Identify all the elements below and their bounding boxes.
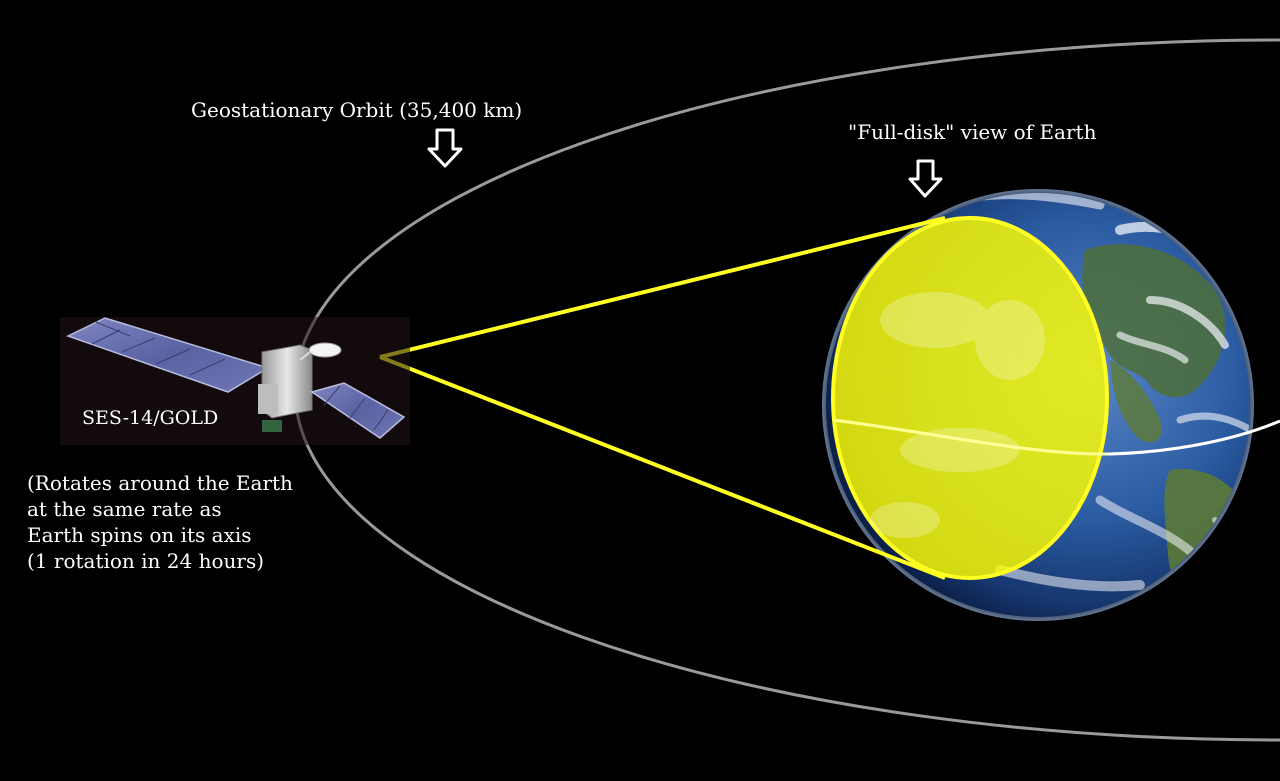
full-disk-view <box>379 216 1109 580</box>
rotation-note: (Rotates around the Earth at the same ra… <box>27 470 327 574</box>
satellite-name: SES-14/GOLD <box>82 407 219 429</box>
rotation-note-line: (Rotates around the Earth <box>27 471 293 495</box>
rotation-note-line: (1 rotation in 24 hours) <box>27 549 265 573</box>
full-disk-label: "Full-disk" view of Earth <box>848 120 1097 144</box>
down-arrow-icon <box>427 128 463 168</box>
rotation-note-line: Earth spins on its axis <box>27 523 252 547</box>
down-arrow-icon <box>908 159 943 198</box>
orbit-label: Geostationary Orbit (35,400 km) <box>191 98 523 122</box>
rotation-note-line: at the same rate as <box>27 497 222 521</box>
satellite-icon <box>60 317 410 445</box>
